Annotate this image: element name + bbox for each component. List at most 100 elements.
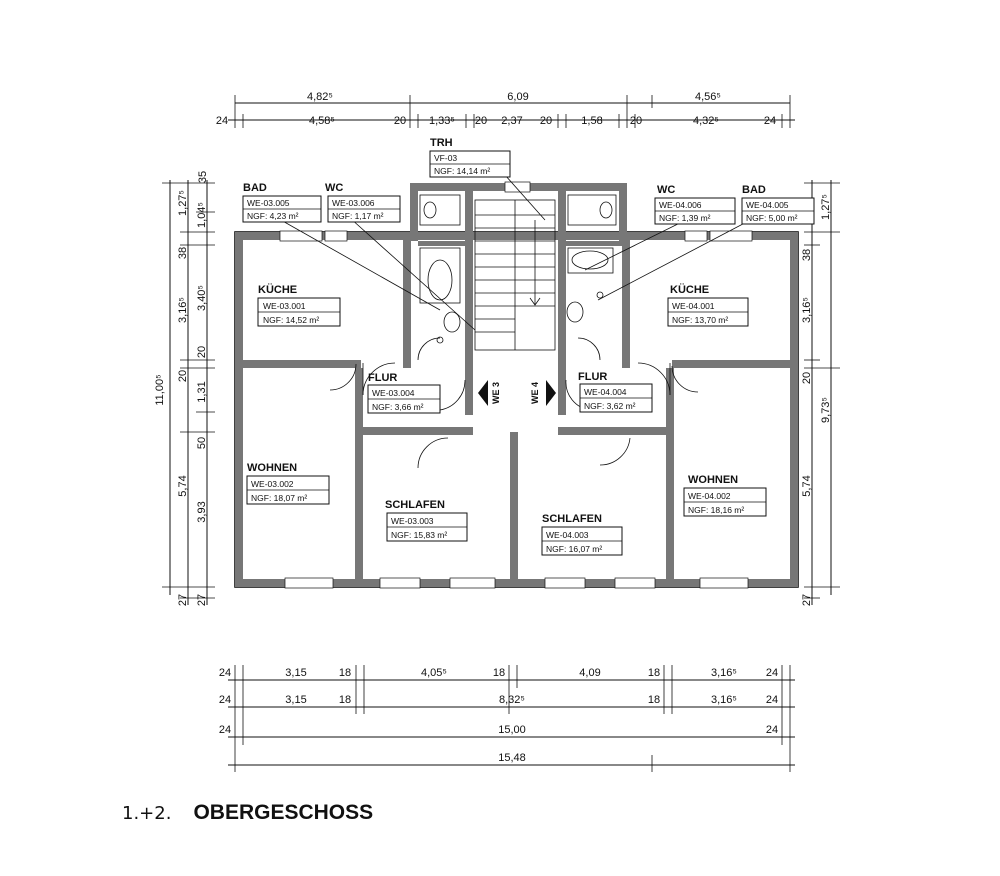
room-id: WE-03.003 [391,516,434,526]
dim-left-total: 11,00⁵ [154,374,166,405]
entrance-markers: WE 3 WE 4 [478,380,556,406]
staircase [474,199,556,351]
dim-top-1: 4,82⁵ [307,91,333,103]
right-dimension-chains: 1,27⁵ 38 3,16⁵ 20 9,73⁵ 5,74 27 [801,180,840,606]
dim-bot1-8: 3,16⁵ [711,667,737,679]
dim-top2-7: 20 [540,115,552,127]
room-id: WE-03.006 [332,198,375,208]
dim-top2-1: 24 [216,115,228,127]
dim-bot2-4: 8,32⁵ [499,694,525,706]
room-area: NGF: 4,23 m² [247,211,299,221]
room-id: WE-04.005 [746,200,789,210]
room-id: WE-04.003 [546,530,589,540]
room-area: NGF: 15,83 m² [391,530,447,540]
doors [329,337,699,469]
dim-top2-4: 1,33⁵ [429,115,455,127]
dim-right-c: 3,16⁵ [801,297,813,323]
dim-bot2-7: 24 [766,694,778,706]
dim-left-n: 27 [196,594,208,606]
dim-bot3-3: 24 [766,724,778,736]
room-name: SCHLAFEN [542,513,602,525]
dim-bot2-2: 3,15 [285,694,306,706]
room-name: WC [325,182,343,194]
room-id: WE-04.002 [688,491,731,501]
dim-top2-8: 1,58 [581,115,602,127]
floor-number: 1.+2. [122,802,172,824]
dim-bot1-4: 4,05⁵ [421,667,447,679]
dim-bot2-3: 18 [339,694,351,706]
dim-top-2: 6,09 [507,91,528,103]
dim-top2-5: 20 [475,115,487,127]
room-area: NGF: 18,07 m² [251,493,307,503]
room-area: NGF: 16,07 m² [546,544,602,554]
room-name: FLUR [368,372,397,384]
dim-left-m: 27 [177,594,189,606]
room-flur-left: FLUR WE-03.004 NGF: 3,66 m² [367,372,441,414]
dim-left-g: 20 [196,346,208,358]
dim-bot1-2: 3,15 [285,667,306,679]
room-area: NGF: 1,17 m² [332,211,384,221]
dim-bot4-total: 15,48 [498,752,526,764]
dim-right-a: 1,27⁵ [820,194,832,220]
dim-top2-3: 20 [394,115,406,127]
dim-right-f: 5,74 [801,475,813,496]
room-schlafen-left: SCHLAFEN WE-03.003 NGF: 15,83 m² [385,499,468,542]
dim-left-l: 3,93 [196,501,208,522]
dim-bot2-1: 24 [219,694,231,706]
room-area: NGF: 13,70 m² [672,315,728,325]
dim-left-e: 3,16⁵ [177,297,189,323]
room-wc-right: WC WE-04.006 NGF: 1,39 m² [654,184,736,225]
dim-bot3-1: 24 [219,724,231,736]
room-id: WE-04.001 [672,301,715,311]
dim-left-d: 38 [177,247,189,259]
dim-bot1-1: 24 [219,667,231,679]
room-bad-left: BAD WE-03.005 NGF: 4,23 m² [242,182,322,223]
room-name: BAD [742,184,766,196]
dim-bot2-6: 3,16⁵ [711,694,737,706]
room-id: WE-04.004 [584,387,627,397]
floor-title: OBERGESCHOSS [193,801,374,824]
bottom-dimension-chains: 24 3,15 18 4,05⁵ 18 4,09 18 3,16⁵ 24 24 … [219,665,795,772]
room-area: NGF: 3,62 m² [584,401,636,411]
dim-top2-10: 4,32⁵ [693,115,719,127]
dim-left-i: 1,31 [196,381,208,402]
dim-left-c: 1,04⁵ [196,202,208,228]
room-name: WOHNEN [247,462,297,474]
dim-left-f: 3,40⁵ [196,285,208,311]
dim-top2-6: 2,37 [501,115,522,127]
dim-top-3: 4,56⁵ [695,91,721,103]
room-area: NGF: 14,14 m² [434,166,490,176]
entrance-we3: WE 3 [491,382,501,404]
room-wohnen-right: WOHNEN WE-04.002 NGF: 18,16 m² [683,474,767,517]
dim-left-h: 20 [177,370,189,382]
dim-right-e: 9,73⁵ [820,397,832,423]
room-name: BAD [243,182,267,194]
dim-bot2-5: 18 [648,694,660,706]
dim-bot3-2: 15,00 [498,724,526,736]
dim-left-b: 1,27⁵ [177,190,189,216]
room-wohnen-left: WOHNEN WE-03.002 NGF: 18,07 m² [246,462,330,505]
top-dimension-chains: 4,82⁵ 6,09 4,56⁵ 24 4,58⁵ 20 1,33⁵ 20 2,… [216,91,795,128]
sanitary-fixtures [419,194,617,344]
building-walls [234,181,799,589]
room-area: NGF: 14,52 m² [263,315,319,325]
dim-left-k: 5,74 [177,475,189,496]
dim-right-g: 27 [801,594,813,606]
dim-bot1-6: 4,09 [579,667,600,679]
room-name: KÜCHE [670,283,709,296]
room-id: WE-04.006 [659,200,702,210]
room-area: NGF: 3,66 m² [372,402,424,412]
room-id: WE-03.005 [247,198,290,208]
dim-left-a: 35 [197,171,209,183]
dim-top2-9: 20 [630,115,642,127]
room-id: WE-03.001 [263,301,306,311]
room-kueche-left: KÜCHE WE-03.001 NGF: 14,52 m² [257,283,341,327]
dim-top2-11: 24 [764,115,776,127]
dim-bot1-5: 18 [493,667,505,679]
room-bad-right: BAD WE-04.005 NGF: 5,00 m² [741,184,815,225]
room-area: NGF: 18,16 m² [688,505,744,515]
room-area: NGF: 1,39 m² [659,213,711,223]
room-name: TRH [430,137,453,149]
room-name: FLUR [578,371,607,383]
dim-bot1-3: 18 [339,667,351,679]
